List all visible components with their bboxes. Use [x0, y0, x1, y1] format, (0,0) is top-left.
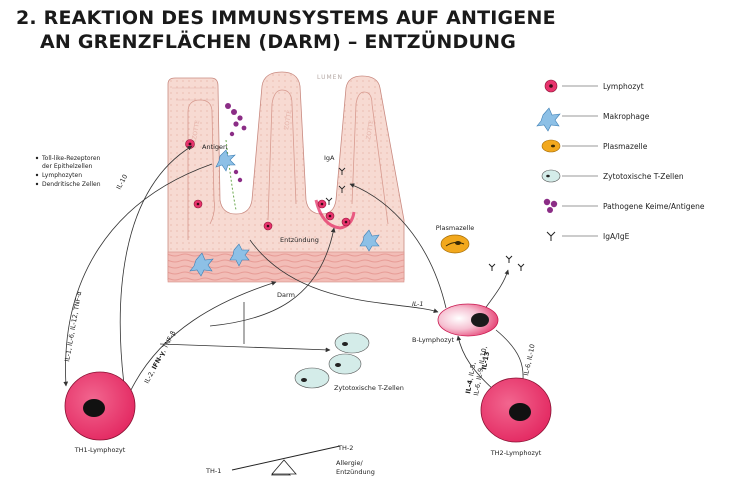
tlr-item-4: Dendritische Zellen: [42, 181, 101, 188]
villus-inner-2: [267, 89, 297, 221]
legend-item: Pathogene Keime/Antigene: [543, 198, 705, 213]
legend-item: Zytotoxische T-Zellen: [541, 169, 684, 183]
il-th1-cytokines-label: IL-1, IL-6, IL-12, TNF-α: [63, 291, 83, 363]
th2-lymphocyte: TH2-Lymphozyt: [480, 377, 552, 457]
il4-label: IL-4, IL-5,: [464, 362, 477, 395]
macrophage-cell: [359, 229, 380, 252]
intestine-section: LUMEN ZOTTE ZOTTE ZOTTE: [167, 71, 405, 283]
legend-item: Lymphozyt: [544, 79, 644, 93]
th2-lymphozyt-label: TH2-Lymphozyt: [490, 449, 542, 457]
il13-label: IL-13: [480, 351, 491, 370]
macrophage-cell: [189, 252, 214, 277]
lumen-label: LUMEN: [317, 74, 343, 81]
arrow-b-antibodies: [483, 269, 510, 311]
th1-lymphocyte: TH1-Lymphozyt: [64, 371, 136, 454]
legend-label: IgA/IgE: [603, 232, 630, 241]
legend-item: IgA/IgE: [546, 231, 630, 241]
page-title: 2. REAKTION DES IMMUNSYSTEMS AUF ANTIGEN…: [16, 6, 556, 54]
il1-label: IL-1: [412, 300, 424, 308]
th1-lymphozyt-label: TH1-Lymphozyt: [74, 446, 126, 454]
b-lymphozyt-label: B-Lymphozyt: [412, 336, 454, 344]
il2-label: IL-2, IFN-γ, TNF-β: [143, 329, 178, 385]
legend-item: Makrophage: [536, 107, 650, 132]
plasma-cell: Plasmazelle: [436, 224, 474, 254]
cytotoxic-t-cell-icon: [541, 169, 561, 183]
entzuendung2-label: Entzündung: [336, 468, 375, 476]
legend-label: Plasmazelle: [603, 142, 648, 151]
arrow-th1-cytotoxic: [159, 343, 331, 353]
arrow-il-th1: [63, 163, 213, 387]
villus-inner-1: [187, 99, 215, 240]
antibody-marks: [325, 167, 346, 205]
title-line-1: 2. REAKTION DES IMMUNSYSTEMS AUF ANTIGEN…: [16, 7, 556, 29]
tlr-item-2: der Epithelzellen: [42, 163, 93, 170]
antibody-icon: [546, 231, 556, 241]
iga-label: IgA: [324, 154, 335, 162]
b-lymphocyte: B-Lymphozyt: [412, 303, 499, 344]
legend-label: Lymphozyt: [603, 82, 644, 91]
th2-balance-label: TH-2: [337, 444, 353, 452]
cytotoxic-t-cells: Zytotoxische T-Zellen: [294, 332, 404, 392]
tlr-item-3: Lymphozyten: [42, 172, 82, 179]
arrow-il10: [119, 145, 193, 401]
title-line-2: AN GRENZFLÄCHEN (DARM) – ENTZÜNDUNG: [40, 31, 516, 53]
macrophage-icon: [536, 107, 561, 132]
pathogen-icon: [543, 198, 558, 213]
balance-scale: TH-1 TH-2 Allergie/ Entzündung: [205, 444, 375, 476]
macrophage-cell: [215, 149, 236, 172]
allergie-label: Allergie/: [336, 459, 364, 467]
intestine-cells: [185, 103, 380, 277]
arrow-il1: [249, 239, 439, 313]
legend: Lymphozyt Makrophage Plasmazelle Zytotox…: [536, 79, 705, 241]
arrows: [63, 145, 526, 401]
arrow-b-iga: [349, 183, 447, 309]
tlr-list: Toll-like-Rezeptoren der Epithelzellen L…: [35, 155, 101, 188]
pathogen-cluster: [225, 103, 247, 183]
zytotoxische-label: Zytotoxische T-Zellen: [334, 384, 404, 392]
plasmazelle-label: Plasmazelle: [436, 224, 474, 232]
darm-label: Darm: [277, 291, 295, 299]
arrow-th2-b: [456, 335, 495, 391]
legend-label: Pathogene Keime/Antigene: [603, 202, 705, 211]
secreted-antibodies: [488, 255, 525, 271]
zotte-label-3: ZOTTE: [365, 119, 375, 140]
entzuendung-label: Entzündung: [280, 236, 319, 244]
legend-label: Makrophage: [603, 112, 650, 121]
il6-10-label: IL-6, IL-10: [522, 343, 536, 376]
antigen-label: Antigen: [202, 143, 227, 151]
legend-label: Zytotoxische T-Zellen: [603, 172, 684, 181]
tlr-item-1: Toll-like-Rezeptoren: [41, 155, 101, 162]
il10-label: IL-10: [115, 173, 130, 191]
legend-item: Plasmazelle: [541, 139, 648, 153]
villus-inner-3: [351, 91, 389, 225]
macrophage-cell: [229, 243, 250, 267]
arrow-il2: [129, 281, 277, 393]
arrow-th1-entzuendung: [209, 227, 336, 327]
zotte-label-2: ZOTTE: [283, 109, 293, 130]
zotte-label-1: ZOTTE: [191, 119, 201, 140]
inflamed-zone: [314, 199, 356, 230]
th1-balance-label: TH-1: [205, 467, 221, 475]
